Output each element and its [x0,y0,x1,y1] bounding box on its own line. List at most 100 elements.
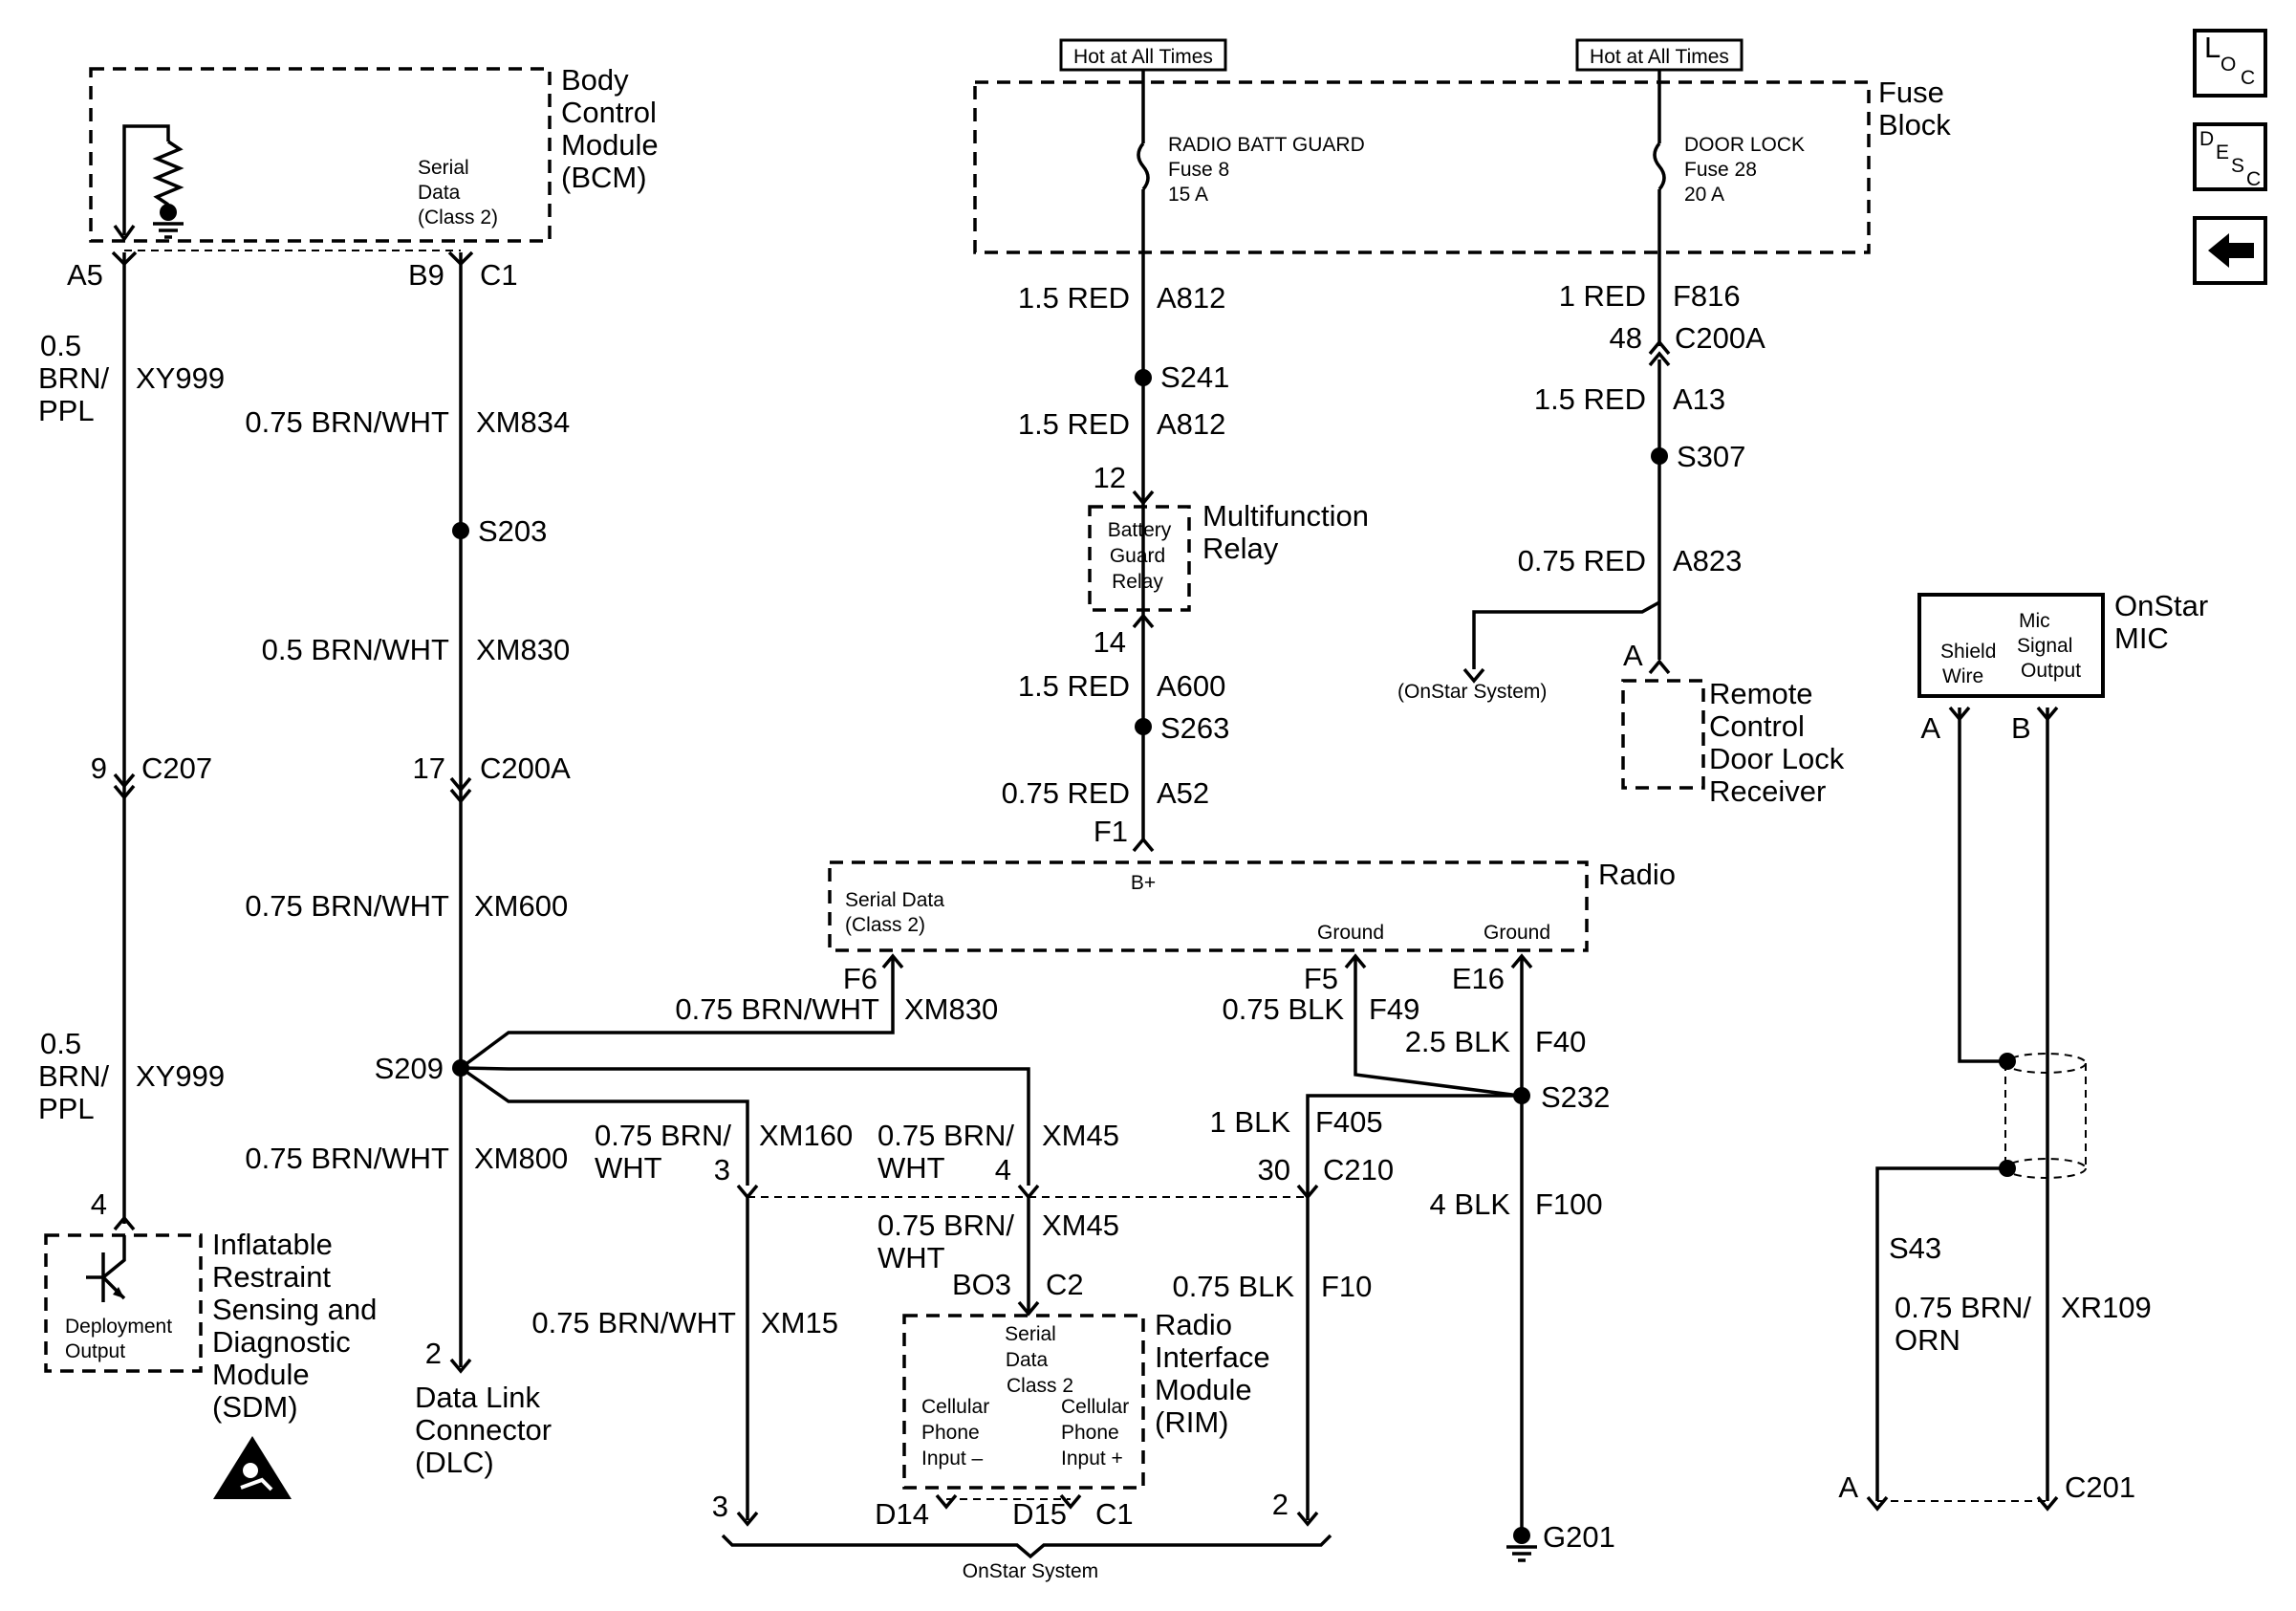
ground-size-3: 1 BLK [1210,1105,1291,1139]
radio-pin-f5: F5 [1304,962,1338,995]
mic-size-1: 0.75 BRN/ [1895,1291,2031,1324]
onstar-pin-3: 3 [712,1490,728,1523]
fuse-28-icon [1653,142,1666,191]
mic-splice-s43: S43 [1889,1231,1941,1265]
onstar-system-label: OnStar System [963,1560,1098,1582]
door-feed-circuit-3: A823 [1673,544,1742,577]
bcm-name-3: Module [561,128,659,162]
rim-pin-d15: D15 [1012,1497,1067,1531]
mic-signal-2: Signal [2017,635,2072,657]
dlc-name-2: Connector [415,1413,552,1447]
mic-name-1: OnStar [2114,589,2208,622]
mic-box [1917,593,2105,698]
fuse-8-rating: 15 A [1168,184,1208,206]
rim-name-4: (RIM) [1155,1405,1228,1439]
hot-label-right: Hot at All Times [1590,46,1729,68]
radio-box [828,860,1589,952]
w1-size-3: PPL [38,394,95,427]
fuse-8-name: RADIO BATT GUARD [1168,134,1365,156]
radio-pin-f6: F6 [843,962,877,995]
sdm-name-2: Restraint [212,1260,331,1294]
radio-bplus: B+ [1131,872,1156,894]
mic-signal-1: Mic [2019,610,2050,632]
door-feed-size-2: 1.5 RED [1534,382,1646,416]
rim-cell1-1: Cellular [921,1396,989,1418]
ground-g201: G201 [1543,1520,1615,1554]
rim-cell2-1: Cellular [1061,1396,1129,1418]
rcdlr-box [1621,679,1705,790]
door-feed-circuit-2: A13 [1673,382,1725,416]
sdm-name-4: Diagnostic [212,1325,351,1359]
door-feed-c200a: C200A [1675,321,1765,355]
loc-button[interactable]: L O C [2193,29,2267,98]
radio-feed-circuit-3: A600 [1157,669,1225,703]
rim-pin-c1: C1 [1095,1497,1134,1531]
rim-cell2-2: Phone [1061,1422,1119,1444]
rcdlr-name-2: Control [1709,709,1805,743]
mic-size-2: ORN [1895,1323,1960,1357]
relay-pin-12: 12 [1094,461,1126,494]
c210-pin-4: 4 [995,1153,1011,1186]
f10-size: 0.75 BLK [1172,1270,1294,1303]
ground-circuit-2: F40 [1535,1025,1586,1058]
ground-size-4: 4 BLK [1430,1187,1511,1221]
rim-serial-3: Class 2 [1007,1375,1073,1397]
f10-circuit: F10 [1321,1270,1372,1303]
mic-pin-a: A [1920,711,1940,745]
bcm-pin-b9: B9 [408,258,444,292]
c210-pin-3: 3 [714,1153,730,1186]
radio-feed-size-2: 1.5 RED [1018,407,1130,441]
xm830-circuit: XM830 [904,992,998,1026]
radio-serial-1: Serial Data [845,889,944,911]
rim-pin-c2: C2 [1046,1268,1084,1301]
bcm-name-4: (BCM) [561,161,647,194]
fuse-8-icon [1137,142,1150,191]
radio-feed-size-1: 1.5 RED [1018,281,1130,315]
rcdlr-name-3: Door Lock [1709,742,1845,775]
c210-label: C210 [1323,1153,1394,1186]
loc-letter-l: L [2204,31,2220,64]
back-button[interactable] [2193,216,2267,285]
w2-c200a: C200A [480,751,571,785]
desc-button[interactable]: D E S C [2193,122,2267,191]
bcm-box [89,67,552,243]
radio-serial-2: (Class 2) [845,914,925,936]
bcm-pin-c1: C1 [480,258,518,292]
radio-ground-1: Ground [1317,922,1384,944]
radio-feed-size-4: 0.75 RED [1002,776,1130,810]
xm160-size-2: WHT [595,1151,662,1185]
rim-cell1-3: Input – [921,1448,984,1469]
xm45-circuit: XM45 [1042,1119,1119,1152]
resistor-icon [152,140,184,207]
ground-circuit-3: F405 [1315,1105,1383,1139]
rim-name-1: Radio [1155,1308,1232,1341]
bcm-pin-a5: A5 [67,258,103,292]
rim-cell1-2: Phone [921,1422,980,1444]
mic-shield-1: Shield [1940,641,1996,663]
splice-s307: S307 [1677,440,1745,473]
radio-pin-f1: F1 [1094,815,1128,848]
radio-feed-circuit-2: A812 [1157,407,1225,441]
w2-size-4: 0.75 BRN/WHT [245,1142,449,1175]
w1-circuit: XY999 [136,361,225,395]
mic-signal-3: Output [2021,660,2081,682]
splice-s232: S232 [1541,1080,1610,1114]
rim-pin-bo3: BO3 [952,1268,1011,1301]
w1-c207-pin: 9 [91,751,107,785]
xm160-size-1: 0.75 BRN/ [595,1119,731,1152]
ground-circuit-1: F49 [1369,992,1419,1026]
bcm-name-2: Control [561,96,657,129]
loc-letter-o: O [2220,54,2236,76]
radio-name: Radio [1598,858,1676,891]
dlc-pin: 2 [425,1337,442,1370]
transistor-icon [86,1235,126,1302]
radio-pin-e16: E16 [1452,962,1505,995]
mic-name-2: MIC [2114,621,2169,655]
relay-name-1: Multifunction [1202,499,1369,533]
desc-letter-s: S [2231,155,2244,177]
door-feed-pin-48: 48 [1610,321,1642,355]
rim-cell2-3: Input + [1061,1448,1123,1469]
fuse-block-box [973,80,1871,254]
radio-feed-size-3: 1.5 RED [1018,669,1130,703]
xm45b-size-1: 0.75 BRN/ [877,1208,1014,1242]
